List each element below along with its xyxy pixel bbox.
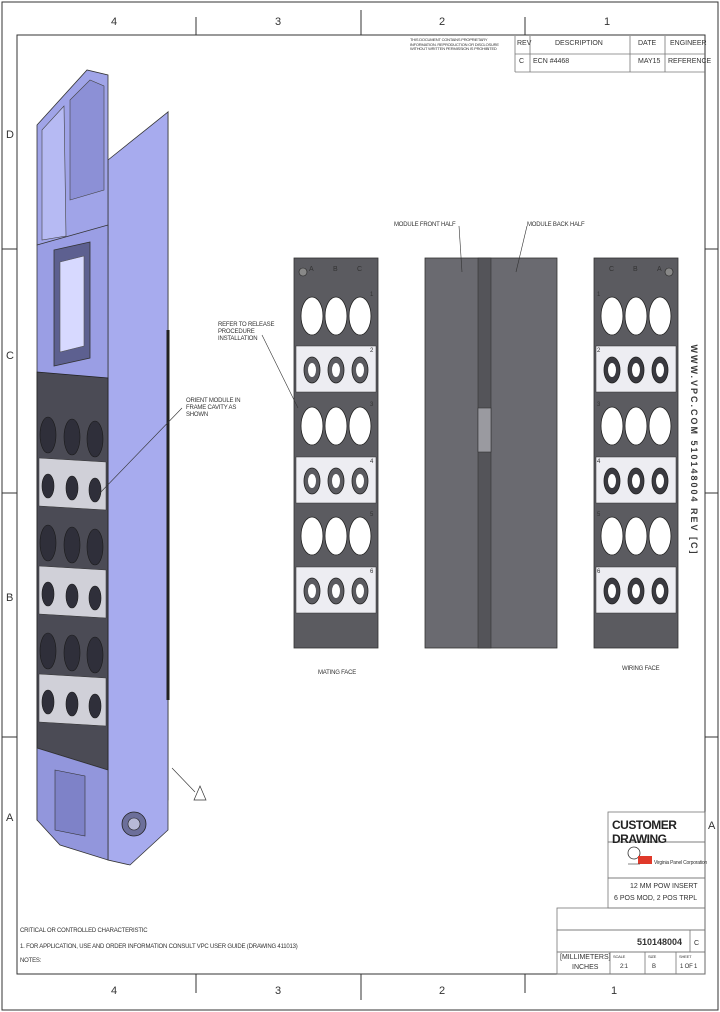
- notes-critical: CRITICAL OR CONTROLLED CHARACTERISTIC: [20, 928, 148, 934]
- zone-col-1-top: 1: [604, 16, 611, 28]
- zone-row-c-left: C: [6, 350, 14, 362]
- engineer-header: ENGINEER: [670, 40, 707, 47]
- mating-row-6: 6: [370, 569, 374, 575]
- zone-row-a-left: A: [6, 812, 14, 824]
- mating-col-a: A: [309, 266, 314, 273]
- wiring-row-4: 4: [597, 459, 601, 465]
- customer-drawing-label: CUSTOMER DRAWING: [612, 818, 677, 846]
- description-value: ECN #4468: [533, 58, 570, 65]
- callout-release-procedure: REFER TO RELEASE PROCEDURE INSTALLATION: [218, 322, 275, 342]
- callout-module-front-half: MODULE FRONT HALF: [394, 222, 456, 228]
- rev-header: REV: [517, 40, 532, 47]
- wiring-col-c: C: [609, 266, 615, 273]
- zone-col-1-bottom: 1: [611, 985, 618, 997]
- sheet-value: 1 OF 1: [680, 964, 698, 970]
- wiring-face-label: WIRING FACE: [622, 666, 660, 672]
- mating-col-b: B: [333, 266, 338, 273]
- company-name: Virginia Panel Corporation: [654, 860, 708, 866]
- zone-col-3-top: 3: [275, 16, 282, 28]
- callout-module-back-half: MODULE BACK HALF: [527, 222, 585, 228]
- engineer-value: REFERENCE: [668, 58, 712, 65]
- mating-face-label: MATING FACE: [318, 670, 357, 676]
- rev-letter: C: [694, 940, 700, 947]
- notes-line-1: 1. FOR APPLICATION, USE AND ORDER INFORM…: [20, 944, 298, 950]
- wiring-row-6: 6: [597, 569, 601, 575]
- proprietary-note: THIS DOCUMENT CONTAINS PROPRIETARY INFOR…: [410, 37, 499, 51]
- part-number: 510148004: [637, 937, 683, 947]
- mating-row-3: 3: [370, 402, 374, 408]
- back-half-marking: WWW.VPC.COM 510148004 REV [C]: [689, 344, 699, 556]
- scale-label: SCALE: [613, 954, 626, 959]
- wiring-col-a: A: [657, 266, 662, 273]
- wiring-row-3: 3: [597, 402, 601, 408]
- zone-row-b-left: B: [6, 592, 14, 604]
- units-label: [MILLIMETERS]: [560, 954, 611, 961]
- mating-col-c: C: [357, 266, 363, 273]
- description-header: DESCRIPTION: [555, 40, 603, 47]
- size-value: B: [652, 964, 656, 970]
- title-line-1: 12 MM POW INSERT: [630, 883, 698, 890]
- wiring-row-2: 2: [597, 348, 601, 354]
- zone-ticks: [2, 10, 718, 1000]
- zone-col-4-top: 4: [111, 16, 118, 28]
- scale-value: 2:1: [620, 964, 628, 970]
- date-value: MAY15: [638, 58, 661, 65]
- wiring-face-view: [593, 257, 679, 649]
- mating-face-view: [261, 257, 379, 649]
- wiring-row-5: 5: [597, 512, 601, 518]
- rev-value: C: [519, 58, 525, 65]
- date-header: DATE: [638, 40, 657, 47]
- zone-col-3-bottom: 3: [275, 985, 282, 997]
- iso-module-view: [36, 69, 207, 866]
- inches-label: INCHES: [572, 964, 599, 971]
- company-logo: [627, 846, 652, 865]
- mating-row-2: 2: [370, 348, 374, 354]
- notes-label: NOTES:: [20, 958, 42, 964]
- mating-row-1: 1: [370, 292, 374, 298]
- wiring-col-b: B: [633, 266, 638, 273]
- mating-row-5: 5: [370, 512, 374, 518]
- sheet-label: SHEET: [679, 954, 692, 959]
- zone-col-4-bottom: 4: [111, 985, 118, 997]
- callout-orient-module: ORIENT MODULE IN FRAME CAVITY AS SHOWN: [186, 398, 241, 418]
- zone-row-d-left: D: [6, 129, 14, 141]
- mating-row-4: 4: [370, 459, 374, 465]
- title-line-2: 6 POS MOD, 2 POS TRPL: [614, 895, 698, 902]
- wiring-row-1: 1: [597, 292, 601, 298]
- zone-col-2-bottom: 2: [439, 985, 446, 997]
- module-side-view: [424, 225, 558, 649]
- size-label: SIZE: [648, 954, 657, 959]
- zone-col-2-top: 2: [439, 16, 446, 28]
- title-block-frame: [514, 36, 706, 975]
- zone-row-a-right: A: [708, 820, 716, 832]
